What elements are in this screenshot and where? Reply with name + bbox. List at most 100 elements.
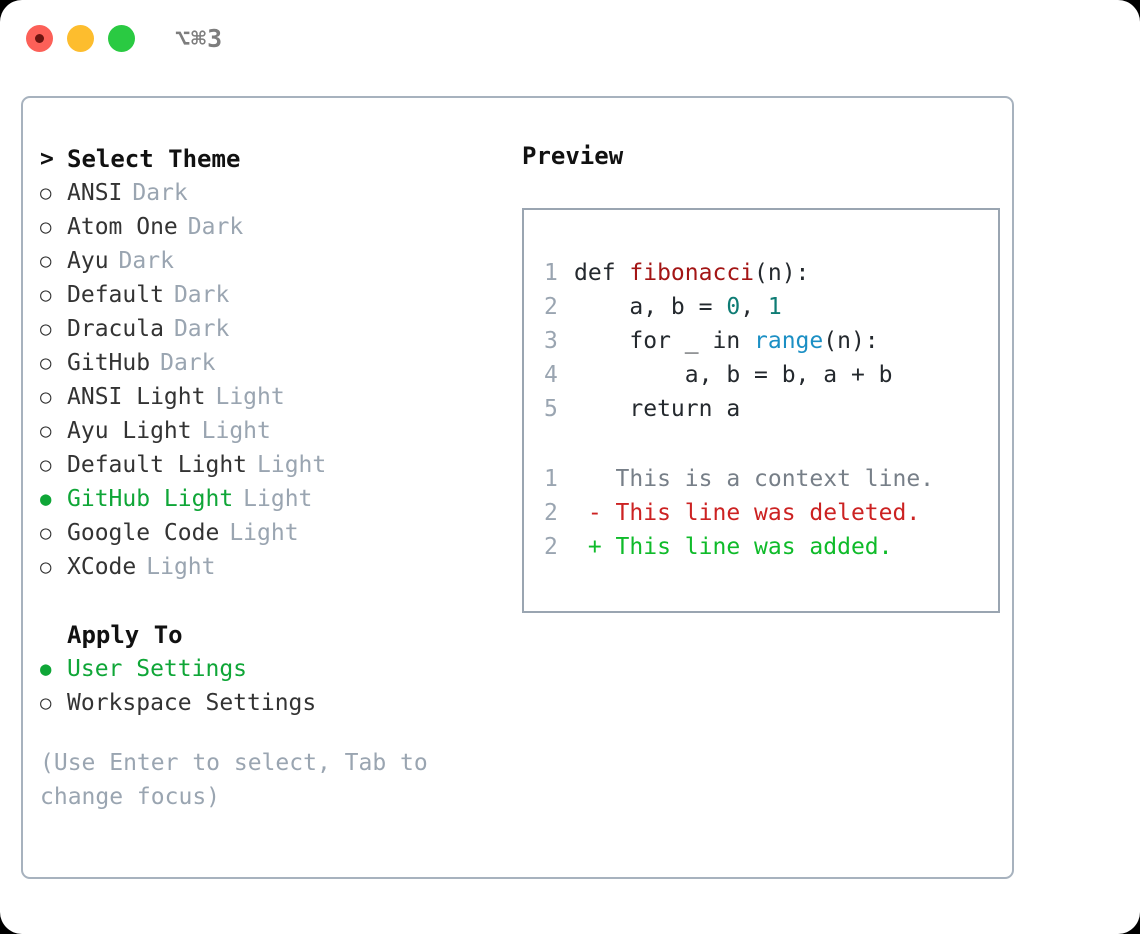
theme-list-item[interactable]: ○ GitHub Dark: [40, 346, 500, 380]
code-token: (n):: [823, 328, 879, 354]
apply-to-list[interactable]: ●User Settings ○ Workspace Settings: [40, 652, 500, 720]
radio-empty-icon: ○: [40, 181, 52, 204]
diff-line-number: 2: [544, 500, 558, 526]
theme-name: Default Light: [67, 452, 248, 478]
theme-name: Ayu: [67, 248, 109, 274]
diff-sample: 1 This is a context line.2 - This line w…: [544, 462, 998, 564]
title-bar: ⌥⌘3: [0, 0, 1140, 76]
code-token: ,: [740, 294, 768, 320]
theme-list-item[interactable]: ○ Default Light Light: [40, 448, 500, 482]
close-button[interactable]: [26, 24, 53, 52]
theme-variant-tag: Dark: [173, 316, 230, 342]
code-line: 5 return a: [544, 392, 998, 426]
theme-variant-tag: Light: [229, 520, 299, 546]
radio-empty-icon: ○: [40, 521, 52, 544]
theme-list-item[interactable]: ○ Ayu Light Light: [40, 414, 500, 448]
diff-text: This line was deleted.: [615, 500, 921, 526]
radio-empty-icon: ○: [40, 249, 52, 272]
theme-variant-tag: Light: [257, 452, 327, 478]
theme-name: XCode: [67, 554, 137, 580]
theme-variant-tag: Light: [201, 418, 271, 444]
theme-list-item[interactable]: ○ Ayu Dark: [40, 244, 500, 278]
theme-variant-tag: Light: [146, 554, 216, 580]
radio-empty-icon: ○: [40, 385, 52, 408]
maximize-button[interactable]: [108, 24, 135, 52]
theme-list-item[interactable]: ○ ANSI Dark: [40, 176, 500, 210]
apply-to-label: Workspace Settings: [67, 690, 317, 716]
diff-text: This is a context line.: [615, 466, 935, 492]
diff-marker: -: [574, 500, 616, 526]
code-token: 1: [767, 294, 782, 320]
radio-empty-icon: ○: [40, 691, 52, 714]
keyboard-hint-text: (Use Enter to select, Tab to change focu…: [40, 750, 428, 810]
theme-name: Atom One: [67, 214, 178, 240]
diff-marker: [574, 466, 616, 492]
code-token: for _ in: [574, 328, 755, 354]
theme-name: GitHub Light: [67, 486, 234, 512]
theme-list-item[interactable]: ○ Google Code Light: [40, 516, 500, 550]
theme-name: ANSI Light: [67, 384, 206, 410]
code-token: a, b =: [574, 294, 727, 320]
theme-variant-tag: Dark: [187, 214, 244, 240]
theme-list-item[interactable]: ○ ANSI Light Light: [40, 380, 500, 414]
apply-to-heading: Apply To: [67, 621, 183, 649]
theme-name: Ayu Light: [67, 418, 192, 444]
radio-empty-icon: ○: [40, 317, 52, 340]
radio-empty-icon: ○: [40, 555, 52, 578]
code-token: return a: [574, 396, 741, 422]
radio-empty-icon: ○: [40, 453, 52, 476]
code-line: 3 for _ in range(n):: [544, 324, 998, 358]
theme-variant-tag: Dark: [132, 180, 188, 206]
code-line-number: 5: [544, 396, 558, 422]
code-token: a, b = b, a + b: [574, 362, 893, 388]
theme-variant-tag: Dark: [118, 248, 174, 274]
diff-line-number: 1: [544, 466, 558, 492]
radio-empty-icon: ○: [40, 351, 52, 374]
radio-empty-icon: ○: [40, 419, 52, 442]
radio-selected-icon: ●: [40, 487, 52, 510]
theme-name: Default: [67, 282, 164, 308]
theme-variant-tag: Dark: [173, 282, 230, 308]
caret-icon: >: [40, 146, 54, 172]
theme-variant-tag: Dark: [160, 350, 216, 376]
code-token: fibonacci: [629, 260, 755, 286]
code-token: range: [754, 328, 824, 354]
diff-line-number: 2: [544, 534, 558, 560]
theme-name: GitHub: [67, 350, 151, 376]
diff-text: This line was added.: [615, 534, 893, 560]
code-token: 0: [726, 294, 741, 320]
theme-list-item[interactable]: ○ Default Dark: [40, 278, 500, 312]
theme-list-item[interactable]: ○ Atom One Dark: [40, 210, 500, 244]
code-line-number: 3: [544, 328, 558, 354]
apply-to-item[interactable]: ●User Settings: [40, 652, 500, 686]
code-line: 2 a, b = 0, 1: [544, 290, 998, 324]
radio-empty-icon: ○: [40, 283, 52, 306]
theme-list-item[interactable]: ○ XCode Light: [40, 550, 500, 584]
diff-marker: +: [574, 534, 616, 560]
theme-name: ANSI: [67, 180, 123, 206]
diff-line: 2 + This line was added.: [544, 530, 998, 564]
theme-variant-tag: Light: [215, 384, 285, 410]
theme-list-item[interactable]: ● GitHub Light Light: [40, 482, 500, 516]
code-line-number: 2: [544, 294, 558, 320]
apply-to-item[interactable]: ○ Workspace Settings: [40, 686, 500, 720]
diff-line: 2 - This line was deleted.: [544, 496, 998, 530]
theme-variant-tag: Light: [243, 486, 313, 512]
keyboard-shortcut-label: ⌥⌘3: [175, 23, 224, 53]
preview-title: Preview: [522, 142, 624, 170]
radio-empty-icon: ○: [40, 215, 52, 238]
select-theme-heading: > Select Theme: [40, 145, 241, 173]
radio-selected-icon: ●: [40, 657, 52, 680]
diff-line: 1 This is a context line.: [544, 462, 998, 496]
code-line-number: 4: [544, 362, 558, 388]
minimize-button[interactable]: [67, 24, 94, 52]
theme-name: Google Code: [67, 520, 220, 546]
